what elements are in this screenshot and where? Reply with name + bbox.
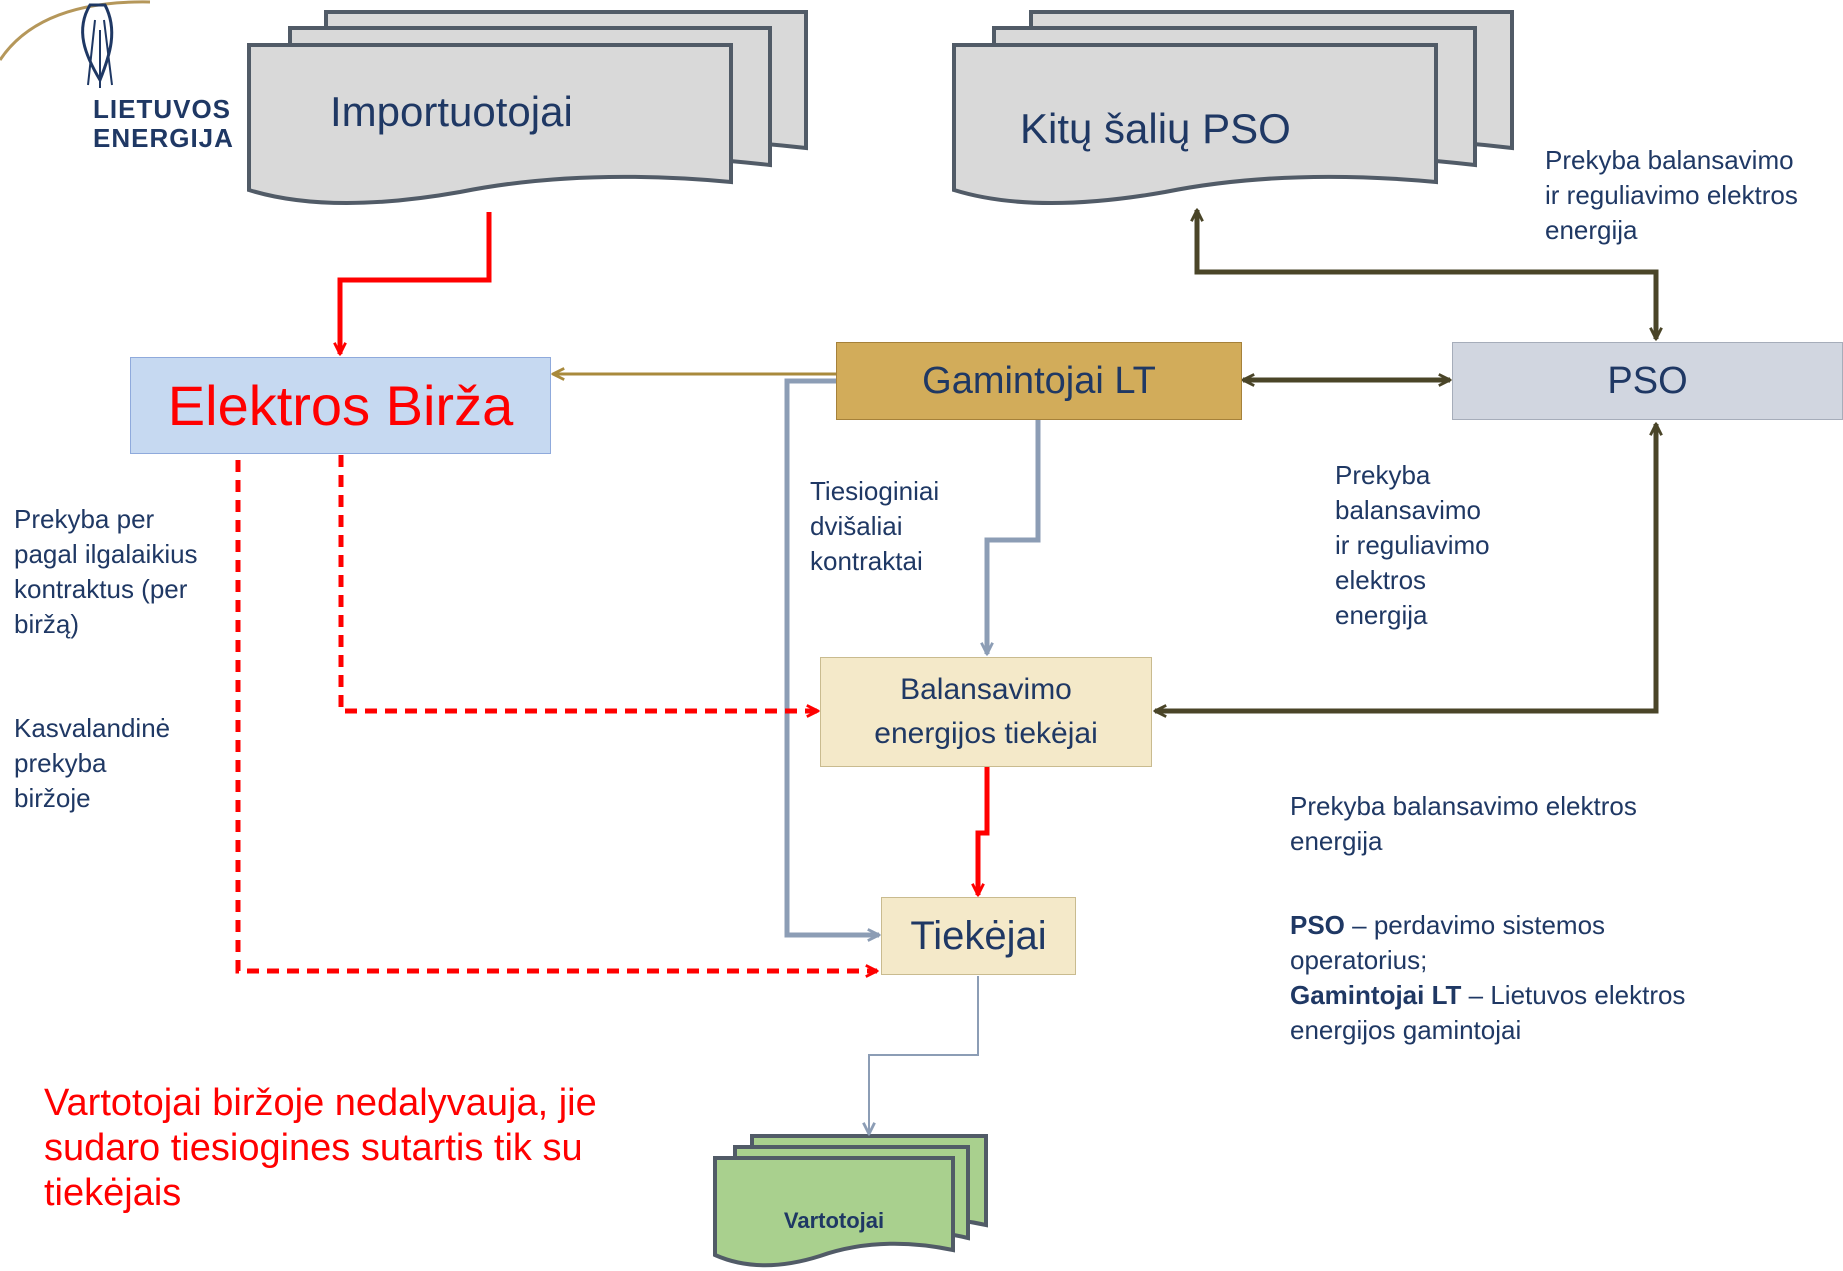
importers-label: Importuotojai (330, 88, 573, 135)
exchange-box: Elektros Birža (130, 357, 551, 454)
importers-doc-stack (247, 10, 808, 206)
tso-other-tso-label: Prekyba balansavimo ir reguliavimo elekt… (1545, 145, 1798, 245)
importers-to-exchange-arrow (340, 212, 492, 354)
consumers-note: Vartotojai biržoje nedalyvauja, jie suda… (44, 1082, 597, 1214)
suppliers-to-consumers-arrow (869, 976, 979, 1134)
producers-to-suppliers-arrow (784, 378, 879, 935)
exchange-to-suppliers-dashed-arrow (235, 460, 877, 971)
balancing-trade-label: Prekyba balansavimo elektros energija (1290, 791, 1637, 856)
suppliers-box: Tiekėjai (881, 897, 1076, 975)
legend-pso-term: PSO (1290, 910, 1345, 940)
producers-to-balancing-arrow (987, 420, 1041, 654)
legend-pso-definition: – perdavimo sistemos operatorius; (1290, 910, 1606, 975)
other-tso-label: Kitų šalių PSO (1020, 105, 1291, 152)
legend: PSO – perdavimo sistemos operatorius; Gam… (1290, 908, 1685, 1048)
exchange-to-balancing-dashed-arrow (338, 455, 818, 711)
producers-tso-trade-label: Prekyba balansavimo ir reguliavimo elekt… (1335, 460, 1490, 630)
consumers-doc-stack (713, 1134, 988, 1268)
producers-box: Gamintojai LT (836, 342, 1242, 420)
balancing-suppliers-box: Balansavimo energijos tiekėjai (820, 657, 1152, 767)
long-term-trade-label: Prekyba per pagal ilgalaikius kontraktus… (14, 504, 198, 639)
bilateral-contracts-label: Tiesioginiai dvišaliai kontraktai (810, 476, 940, 576)
consumers-label: Vartotojai (783, 1208, 885, 1233)
tso-balancing-double-arrow (1155, 424, 1656, 711)
logo-emblem (0, 0, 151, 88)
logo-text: LIETUVOS ENERGIJA (93, 94, 234, 153)
hourly-trade-label: Kasvalandinė prekyba biržoje (14, 713, 171, 813)
legend-producers-term: Gamintojai LT (1290, 980, 1462, 1010)
other-tso-doc-stack (952, 10, 1514, 206)
balancing-to-suppliers-arrow (978, 767, 990, 895)
tso-other-tso-double-arrow (1197, 210, 1656, 339)
legend-producers-definition: – Lietuvos elektros energijos gamintojai (1290, 980, 1686, 1045)
tso-box: PSO (1452, 342, 1843, 420)
